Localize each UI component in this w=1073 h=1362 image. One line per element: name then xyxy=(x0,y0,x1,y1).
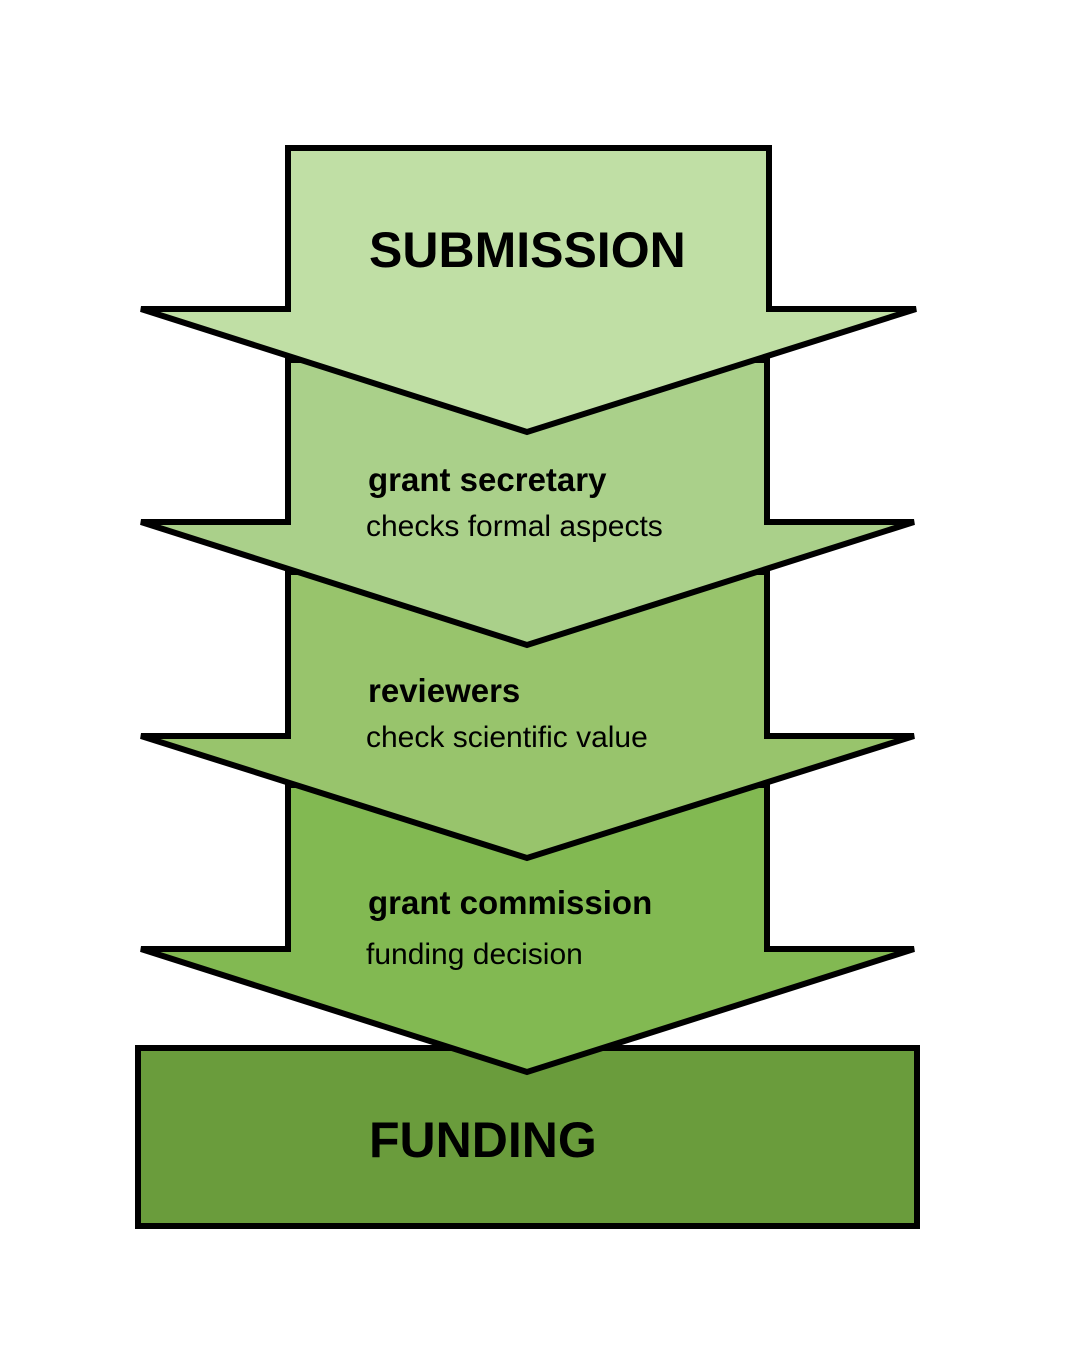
submission-arrow xyxy=(140,145,917,436)
grant-commission-arrow xyxy=(140,782,915,1076)
submission-title: SUBMISSION xyxy=(369,222,686,278)
grant-commission-title: grant commission xyxy=(368,884,652,921)
grant-commission-description: funding decision xyxy=(366,938,583,971)
grant-secretary-description: checks formal aspects xyxy=(366,510,663,543)
funding-title: FUNDING xyxy=(369,1112,597,1168)
reviewers-description: check scientific value xyxy=(366,721,648,754)
grant-secretary-arrow xyxy=(140,357,915,649)
funding-box xyxy=(135,1045,920,1229)
grant-secretary-title: grant secretary xyxy=(368,461,607,498)
reviewers-title: reviewers xyxy=(368,672,520,709)
reviewers-arrow xyxy=(140,569,915,862)
